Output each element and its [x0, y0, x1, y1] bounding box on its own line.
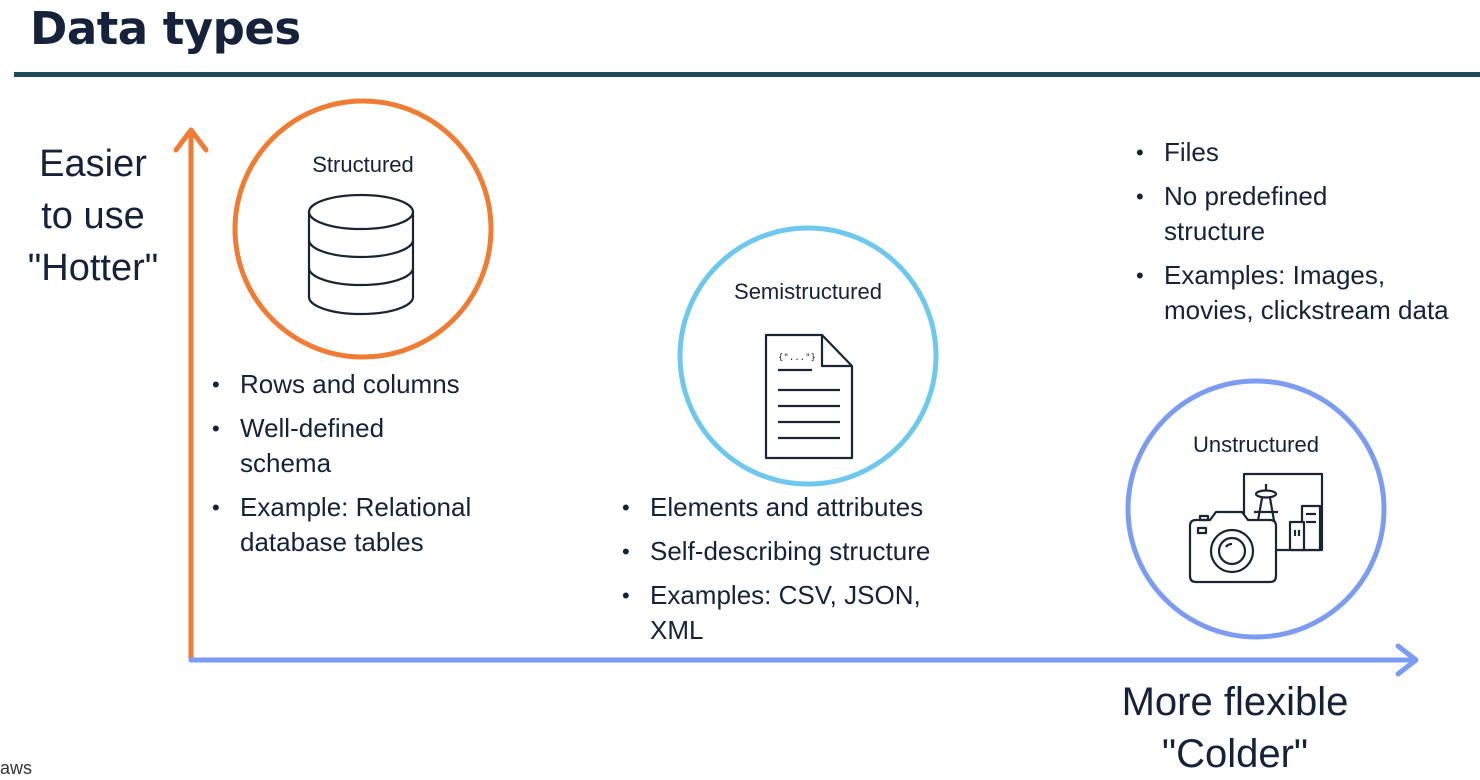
list-item: Files — [1134, 135, 1454, 170]
list-item: Rows and columns — [210, 367, 540, 402]
list-item: Examples: Images, movies, clickstream da… — [1134, 258, 1454, 328]
unstructured-circle — [1125, 378, 1387, 640]
y-axis-arrow — [173, 127, 209, 663]
semistructured-circle — [677, 225, 939, 487]
title-divider — [14, 72, 1480, 77]
aws-logo: aws — [0, 758, 33, 778]
list-item: Examples: CSV, JSON, XML — [620, 578, 950, 648]
structured-bullets: Rows and columns Well-defined schema Exa… — [210, 367, 540, 569]
semistructured-label: Semistructured — [734, 279, 882, 304]
list-item: Elements and attributes — [620, 490, 1020, 525]
y-axis-label: Easier to use "Hotter" — [0, 138, 186, 294]
structured-circle — [232, 98, 494, 360]
y-axis-label-text: Easier to use "Hotter" — [27, 143, 159, 289]
x-axis-label: More flexible "Colder" — [1080, 676, 1390, 780]
unstructured-label: Unstructured — [1193, 432, 1319, 457]
structured-label: Structured — [312, 152, 414, 177]
list-item: Self-describing structure — [620, 534, 1020, 569]
semistructured-bullets: Elements and attributes Self-describing … — [620, 490, 1020, 657]
document-icon: {"..."} — [764, 333, 854, 460]
camera-image-icon — [1188, 472, 1324, 584]
x-axis-label-text: More flexible "Colder" — [1121, 680, 1349, 776]
x-axis-arrow — [188, 643, 1419, 677]
database-icon — [307, 193, 415, 316]
unstructured-bullets: Files No predefined structure Examples: … — [1134, 135, 1454, 337]
page-title: Data types — [30, 2, 301, 55]
list-item: No predefined structure — [1134, 179, 1384, 249]
json-snippet-text: {"..."} — [778, 353, 816, 363]
list-item: Example: Relational database tables — [210, 490, 540, 560]
list-item: Well-defined schema — [210, 411, 460, 481]
